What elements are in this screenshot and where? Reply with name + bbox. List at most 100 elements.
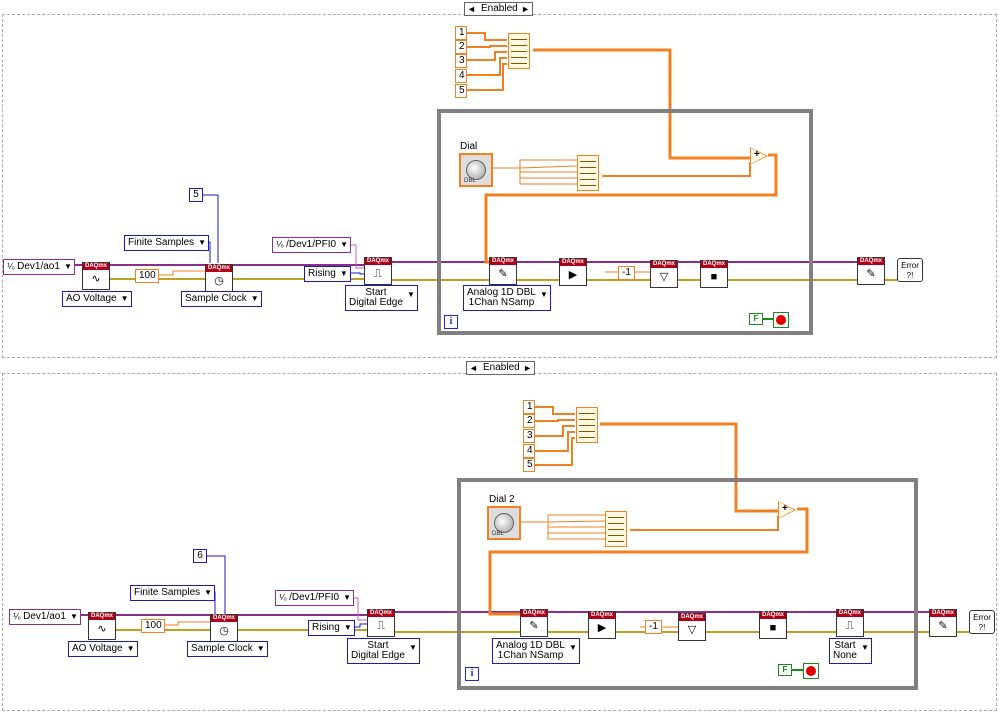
add-node[interactable]: + [750,147,768,165]
daqmx-header: DAQmx [206,265,232,272]
array-element-4[interactable]: 4 [455,69,467,83]
daqmx-header: DAQmx [701,261,727,268]
finite-samples-selector[interactable]: Finite Samples▼ [124,235,210,251]
timeout-constant[interactable]: -1 [618,266,635,280]
clear-icon: ✎ [866,268,876,280]
ao-voltage-selector[interactable]: AO Voltage▼ [62,291,132,307]
digital-edge-icon: ⎍ [377,620,385,632]
sample-clock-selector-bottom[interactable]: Sample Clock▼ [187,641,268,657]
daqmx-create-channel-vi-bottom[interactable]: DAQmx∿ [88,612,116,640]
dropdown-icon: ▼ [256,644,265,653]
dial-control-bottom[interactable]: DBL [487,506,521,540]
daqmx-start-task-vi[interactable]: DAQmx▶ [559,258,587,286]
daqmx-timing-vi-bottom[interactable]: DAQmx◷ [210,614,238,642]
ao-voltage-label: AO Voltage [66,293,117,304]
play-icon: ▶ [568,269,578,281]
daqmx-stop-task-vi[interactable]: DAQmx■ [700,260,728,288]
create-channel-icon: ∿ [91,273,101,285]
daqmx-wait-until-done-vi[interactable]: DAQmx▽ [650,260,678,288]
io-icon: ⅟₀ [7,262,18,271]
while-loop[interactable] [437,109,813,335]
array-element-4-bottom[interactable]: 4 [523,444,535,458]
rate-constant-bottom[interactable]: 100 [141,619,165,633]
simple-error-handler[interactable]: Error ?! [897,258,923,282]
array-element-5[interactable]: 5 [455,84,467,98]
array-element-2[interactable]: 2 [455,40,467,54]
trigger-source-constant[interactable]: ⅟₀ /Dev1/PFI0▼ [272,237,352,253]
array-element-3-bottom[interactable]: 3 [523,429,535,443]
daqmx-trigger-vi-bottom[interactable]: DAQmx ⎍ [367,609,395,637]
add-node-bottom[interactable]: + [778,501,796,519]
daqmx-write-vi[interactable]: DAQmx✎ [489,257,517,285]
false-constant-bottom[interactable]: F [778,664,792,676]
timeout-constant-bottom[interactable]: -1 [645,620,662,634]
knob-icon [494,513,514,533]
rate-constant[interactable]: 100 [135,269,159,283]
array-element-2-bottom[interactable]: 2 [523,414,535,428]
array-element-1[interactable]: 1 [455,26,467,40]
finite-samples-label: Finite Samples [128,237,195,248]
write-type-line2: 1Chan NSamp [468,297,535,308]
daqmx-start-task-vi-bottom[interactable]: DAQmx▶ [588,611,616,639]
while-loop-bottom[interactable] [457,478,918,690]
create-channel-icon: ∿ [97,623,107,635]
dial-label: Dial [460,141,478,152]
start-trigger-line2: Digital Edge [351,650,405,661]
daqmx-timing-vi[interactable]: DAQmx◷ [205,264,233,292]
physical-channel-value: Dev1/ao1 [17,261,60,272]
build-array-dial-node[interactable] [577,155,599,191]
dbl-label: DBL [492,531,504,537]
build-array-node[interactable] [508,33,530,69]
ao-voltage-selector-bottom[interactable]: AO Voltage▼ [68,641,138,657]
daqmx-create-channel-vi[interactable]: DAQmx∿ [82,262,110,290]
physical-channel-constant[interactable]: ⅟₀ Dev1/ao1▼ [3,259,75,275]
physical-channel-value: Dev1/ao1 [23,611,66,622]
selector-label: Enabled [481,3,518,14]
build-array-node-bottom[interactable] [576,407,598,443]
edge-selector-bottom[interactable]: Rising▼ [308,620,355,636]
daqmx-trigger-vi[interactable]: DAQmx⎍ [364,257,392,285]
sample-clock-selector[interactable]: Sample Clock▼ [181,291,262,307]
daqmx-wait-until-done-vi-bottom[interactable]: DAQmx▽ [678,613,706,641]
edge-label: Rising [308,268,336,279]
array-element-1-bottom[interactable]: 1 [523,400,535,414]
dial-control[interactable]: DBL [459,153,493,187]
selector-label: Enabled [483,362,520,373]
diagram-disable-selector[interactable]: ◄Enabled► [464,2,533,16]
daqmx-header: DAQmx [368,610,394,617]
build-array-dial-node-bottom[interactable] [605,511,627,547]
daqmx-clear-task-vi-bottom[interactable]: DAQmx✎ [929,609,957,637]
edge-selector[interactable]: Rising▼ [304,266,351,282]
physical-channel-constant-bottom[interactable]: ⅟₀ Dev1/ao1▼ [9,609,81,625]
daqmx-trigger-none-vi-bottom[interactable]: DAQmx⎍ [836,609,864,637]
finite-samples-selector-bottom[interactable]: Finite Samples▼ [130,585,216,601]
dropdown-icon: ▼ [340,240,349,249]
daqmx-header: DAQmx [651,261,677,268]
daqmx-header: DAQmx [679,614,705,621]
loop-condition-stop-bottom[interactable] [803,663,819,679]
loop-condition-stop[interactable] [773,312,789,328]
stop-icon [776,315,786,325]
trigger-source-constant-bottom[interactable]: ⅟₀ /Dev1/PFI0▼ [275,590,355,606]
io-icon: ⅟₀ [276,240,287,249]
array-element-3[interactable]: 3 [455,54,467,68]
samples-constant-bottom[interactable]: 6 [193,549,207,563]
diagram-disable-selector-bottom[interactable]: ◄Enabled► [466,361,535,375]
samples-constant[interactable]: 5 [189,188,203,202]
simple-error-handler-bottom[interactable]: Error ?! [969,610,995,634]
array-element-5-bottom[interactable]: 5 [523,458,535,472]
daqmx-stop-task-vi-bottom[interactable]: DAQmx■ [759,611,787,639]
finite-samples-label: Finite Samples [134,587,201,598]
sample-clock-label: Sample Clock [191,643,253,654]
false-constant[interactable]: F [749,313,763,325]
edge-label: Rising [312,622,340,633]
daqmx-write-vi-bottom[interactable]: DAQmx✎ [520,609,548,637]
digital-edge-icon: ⎍ [374,268,382,280]
daqmx-clear-task-vi[interactable]: DAQmx✎ [857,257,885,285]
play-icon: ▶ [597,622,607,634]
